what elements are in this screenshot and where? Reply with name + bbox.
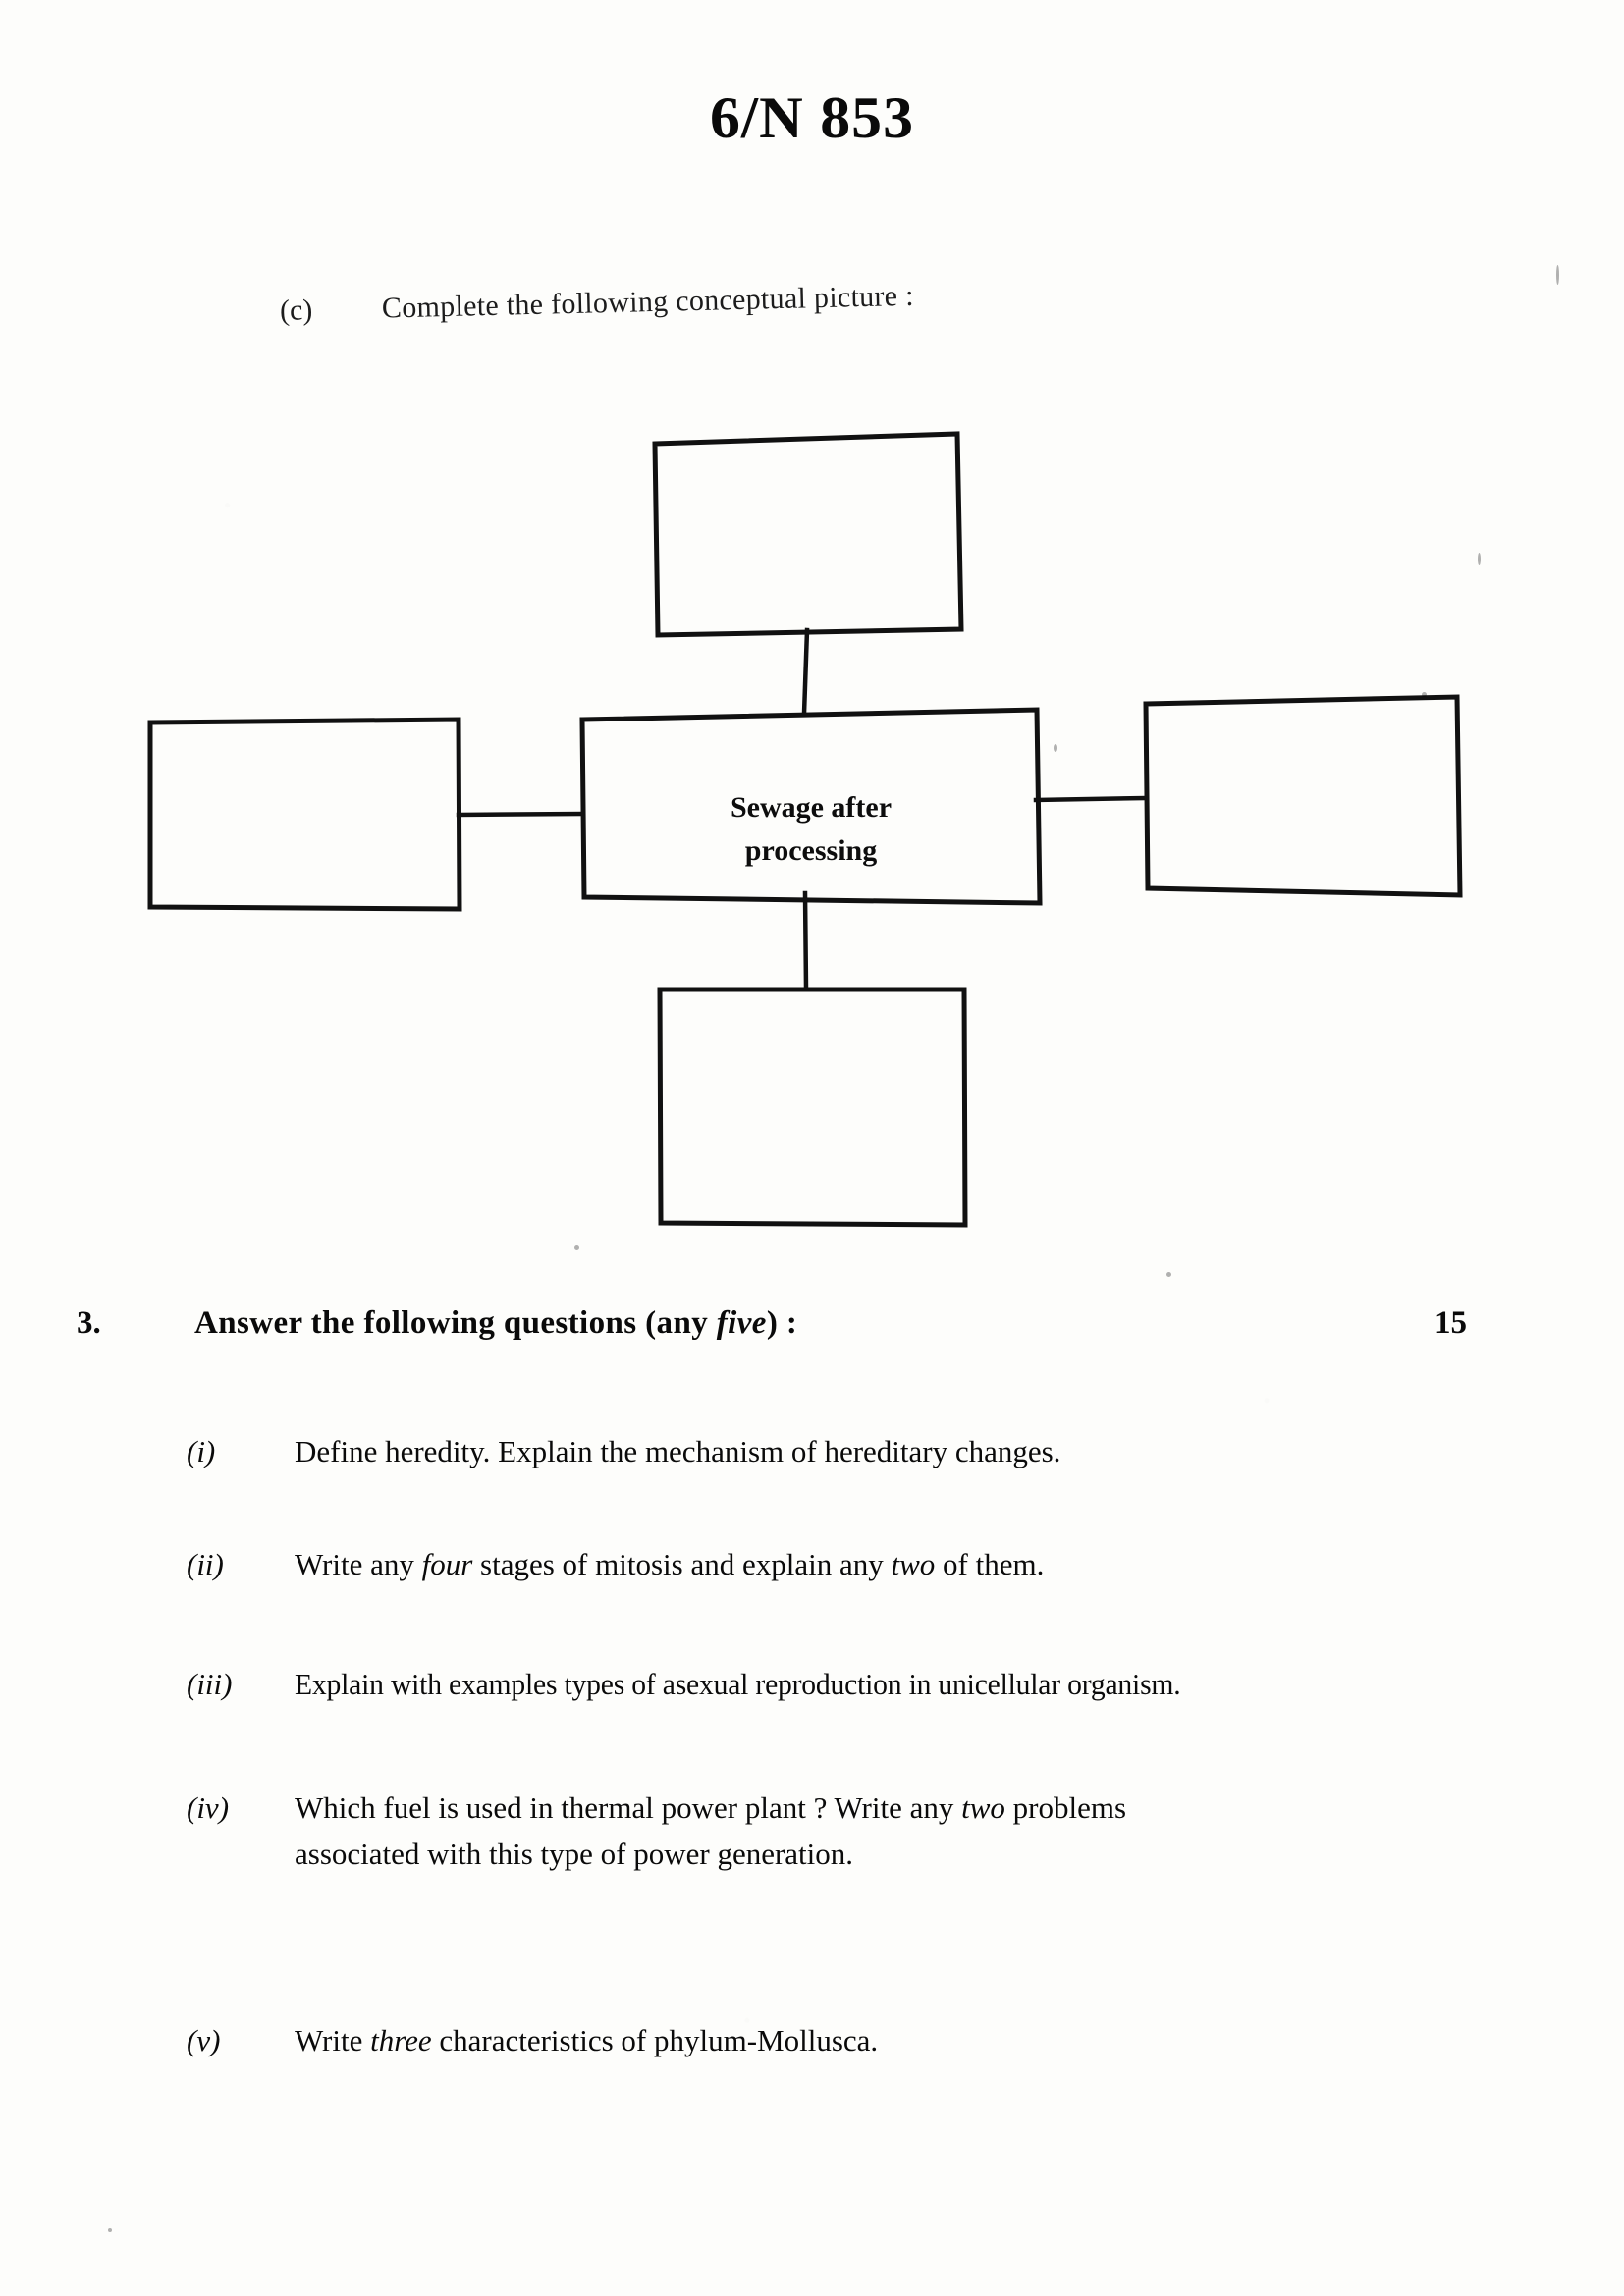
scan-speck xyxy=(108,2228,112,2232)
plain-text: problems xyxy=(1004,1790,1127,1825)
question-3-prompt-before: Answer the following questions (any xyxy=(194,1306,717,1341)
question-3-prompt-after: ) : xyxy=(766,1306,798,1341)
plain-text: of them. xyxy=(935,1547,1045,1581)
question-3-item-label: (i) xyxy=(187,1434,216,1468)
question-3-item-text: Define heredity. Explain the mechanism o… xyxy=(295,1428,1492,1474)
plain-text: Which fuel is used in thermal power plan… xyxy=(295,1790,962,1825)
connector-right xyxy=(1033,795,1147,803)
question-3-item-label: (iv) xyxy=(187,1790,230,1825)
plain-text: stages of mitosis and explain any xyxy=(472,1547,892,1581)
scan-speck xyxy=(1166,1272,1171,1277)
center-box-label-line1: Sewage after xyxy=(731,791,892,824)
question-c-text: Complete the following conceptual pictur… xyxy=(381,279,915,325)
question-c-line: (c) Complete the following conceptual pi… xyxy=(280,280,915,328)
diagram-top-box xyxy=(652,431,964,638)
center-box-label-line2: processing xyxy=(745,834,877,867)
emphasis-text: two xyxy=(891,1547,936,1581)
question-3-item-label: (v) xyxy=(187,2023,221,2057)
connector-bottom xyxy=(802,890,809,991)
question-3-item-label: (ii) xyxy=(187,1547,224,1581)
question-3-item-line: Write three characteristics of phylum-Mo… xyxy=(295,2017,1492,2063)
conceptual-picture-diagram: Sewage after processing xyxy=(0,412,1624,1247)
question-3-item: (v) Write three characteristics of phylum… xyxy=(187,2017,1492,2063)
plain-text: Write any xyxy=(295,1547,422,1581)
scan-speck xyxy=(1556,265,1559,285)
question-3-item: (iii) Explain with examples types of asex… xyxy=(187,1661,1492,1707)
question-c-marker: (c) xyxy=(279,294,313,327)
document-code: 6/N 853 xyxy=(709,85,915,150)
diagram-center-box xyxy=(579,707,1043,906)
connector-top xyxy=(801,627,810,717)
question-3-item: (ii) Write any four stages of mitosis and… xyxy=(187,1541,1492,1587)
question-3-prompt: Answer the following questions (any five… xyxy=(194,1306,797,1342)
connector-left xyxy=(456,811,584,818)
question-3-item-label: (iii) xyxy=(187,1667,233,1701)
question-3-item-line: Which fuel is used in thermal power plan… xyxy=(295,1785,1492,1831)
question-3-item-line: Define heredity. Explain the mechanism o… xyxy=(295,1428,1492,1474)
plain-text: associated with this type of power gener… xyxy=(295,1837,854,1872)
question-3-item: (i) Define heredity. Explain the mechanis… xyxy=(187,1428,1492,1474)
plain-text: Explain with examples types of asexual r… xyxy=(295,1667,1181,1701)
question-3-item-line: Explain with examples types of asexual r… xyxy=(295,1661,1438,1707)
question-3-item-text: Write any four stages of mitosis and exp… xyxy=(295,1541,1492,1587)
plain-text: characteristics of phylum-Mollusca. xyxy=(431,2023,879,2057)
question-3-prompt-italic: five xyxy=(716,1306,767,1341)
question-3-item-line: Write any four stages of mitosis and exp… xyxy=(295,1541,1492,1587)
plain-text: Write xyxy=(295,2023,371,2057)
emphasis-text: four xyxy=(421,1547,473,1581)
plain-text: Define heredity. Explain the mechanism o… xyxy=(295,1434,1061,1468)
question-3-item-text: Explain with examples types of asexual r… xyxy=(295,1661,1438,1707)
diagram-right-box xyxy=(1143,694,1463,898)
question-3-item-line: associated with this type of power gener… xyxy=(295,1831,1492,1877)
question-3-marks: 15 xyxy=(1435,1306,1467,1341)
emphasis-text: two xyxy=(961,1790,1005,1825)
emphasis-text: three xyxy=(370,2023,432,2057)
diagram-left-box xyxy=(147,717,462,912)
diagram-bottom-box xyxy=(657,987,968,1228)
question-3-item-text: Which fuel is used in thermal power plan… xyxy=(295,1785,1492,1877)
question-3-item: (iv) Which fuel is used in thermal power … xyxy=(187,1785,1492,1877)
question-3-item-text: Write three characteristics of phylum-Mo… xyxy=(295,2017,1492,2063)
question-3-number: 3. xyxy=(77,1306,101,1341)
question-3-header: 3. Answer the following questions (any f… xyxy=(0,1306,1624,1361)
